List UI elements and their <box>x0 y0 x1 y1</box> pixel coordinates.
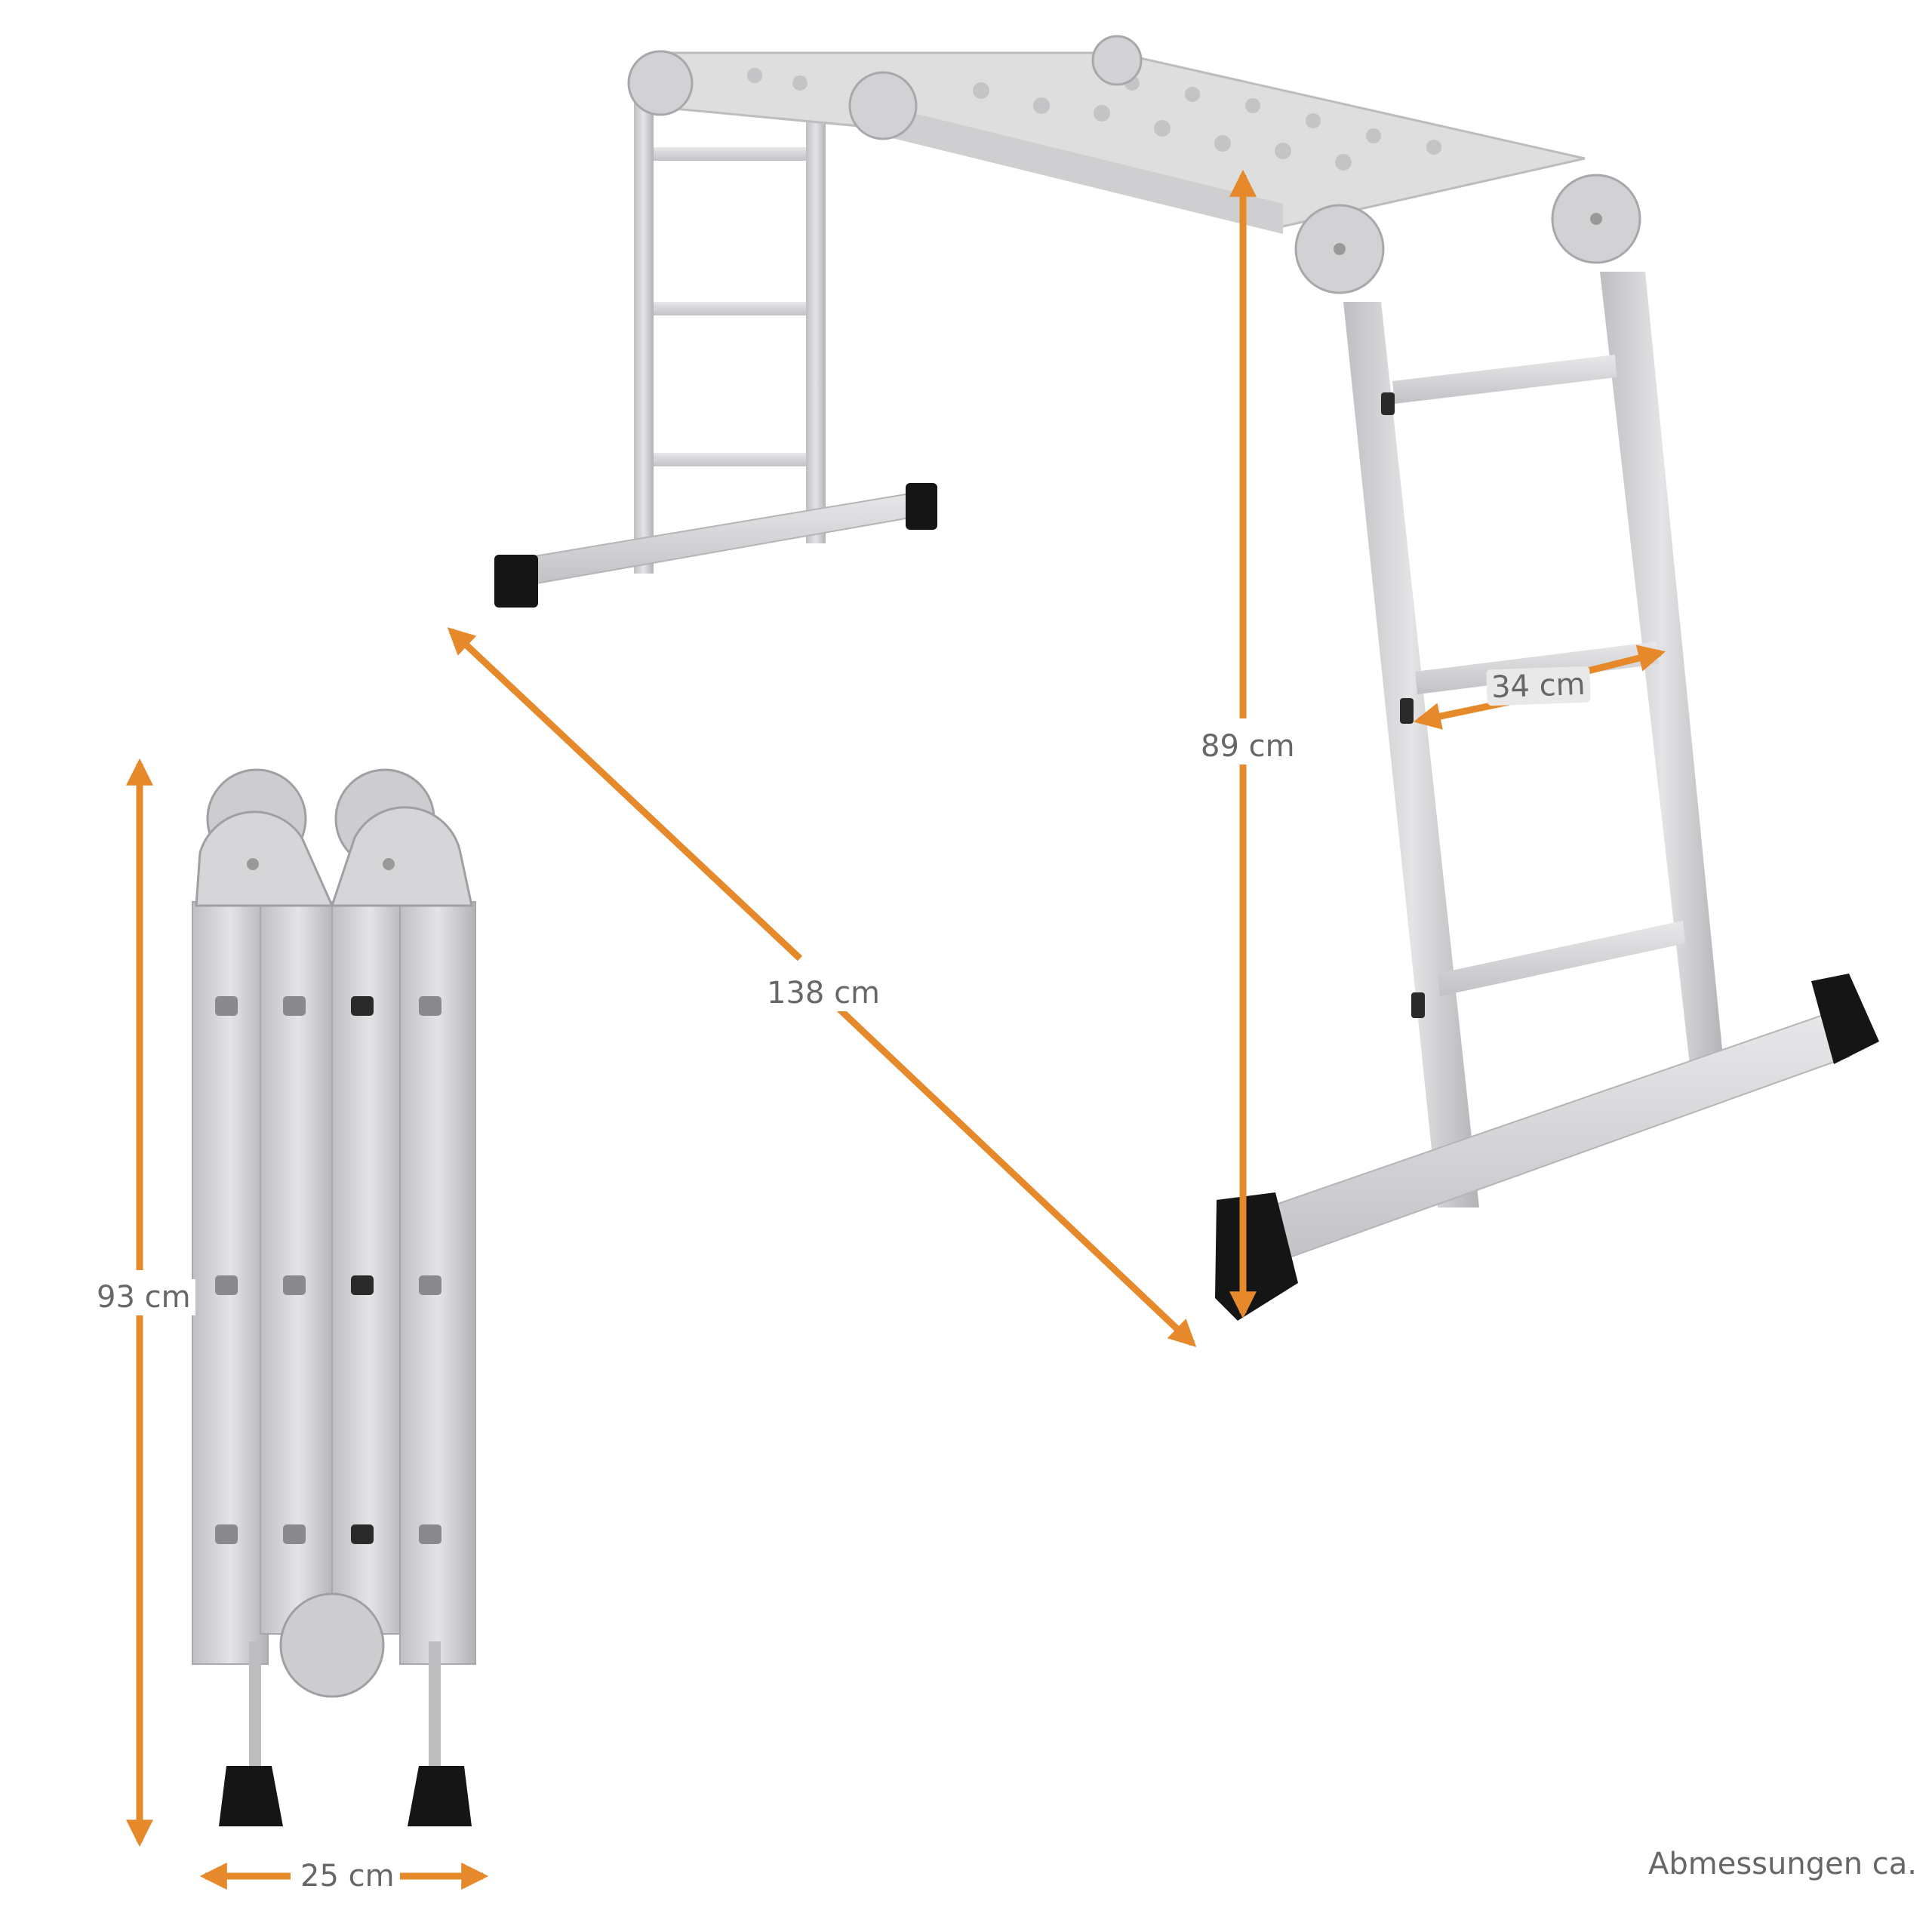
front-ladder-section <box>1215 272 1879 1321</box>
rung-34-arrow-right <box>1583 645 1666 675</box>
work-platform <box>627 35 1641 294</box>
folded-ladder <box>192 768 476 1826</box>
height-93-label: 93 cm <box>92 1279 195 1315</box>
back-ladder-section <box>494 75 937 608</box>
foot-cap <box>1811 974 1879 1064</box>
diagonal-138-arrow-lower <box>835 1004 1197 1347</box>
dimensions-caption: Abmessungen ca. <box>1648 1847 1917 1881</box>
diagonal-138-label: 138 cm <box>762 975 885 1011</box>
width-25-label: 25 cm <box>296 1858 399 1894</box>
dimension-arrows <box>126 169 1666 1890</box>
unfolded-ladder <box>494 35 1879 1321</box>
foot-cap <box>219 1766 283 1826</box>
rung-34-label: 34 cm <box>1486 666 1591 706</box>
foot-cap <box>906 483 937 530</box>
hinge <box>279 1592 385 1698</box>
hinge <box>1091 35 1143 86</box>
hinge <box>627 50 694 116</box>
hinge <box>848 71 918 140</box>
foot-cap <box>1215 1192 1298 1321</box>
foot-cap <box>494 555 538 608</box>
foot-cap <box>408 1766 472 1826</box>
diagonal-138-arrow-upper <box>447 627 803 961</box>
height-89-label: 89 cm <box>1196 728 1300 764</box>
